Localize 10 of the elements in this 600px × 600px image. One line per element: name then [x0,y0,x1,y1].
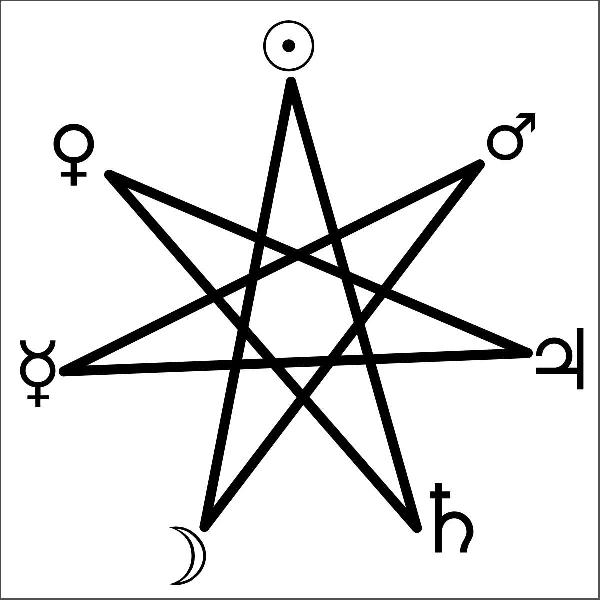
planet-symbol: ☿ [20,340,56,408]
star-line [58,160,486,377]
planet-symbol: ☽ [170,526,206,586]
star-line [200,77,296,532]
planet-symbol: ♃ [536,328,584,390]
planet-symbol: ☉ [263,20,315,72]
planet-symbol: ♀ [54,124,94,186]
planet-symbol: ♄ [430,483,474,553]
planet-symbol: ♂ [487,114,536,160]
star-line [104,170,534,358]
